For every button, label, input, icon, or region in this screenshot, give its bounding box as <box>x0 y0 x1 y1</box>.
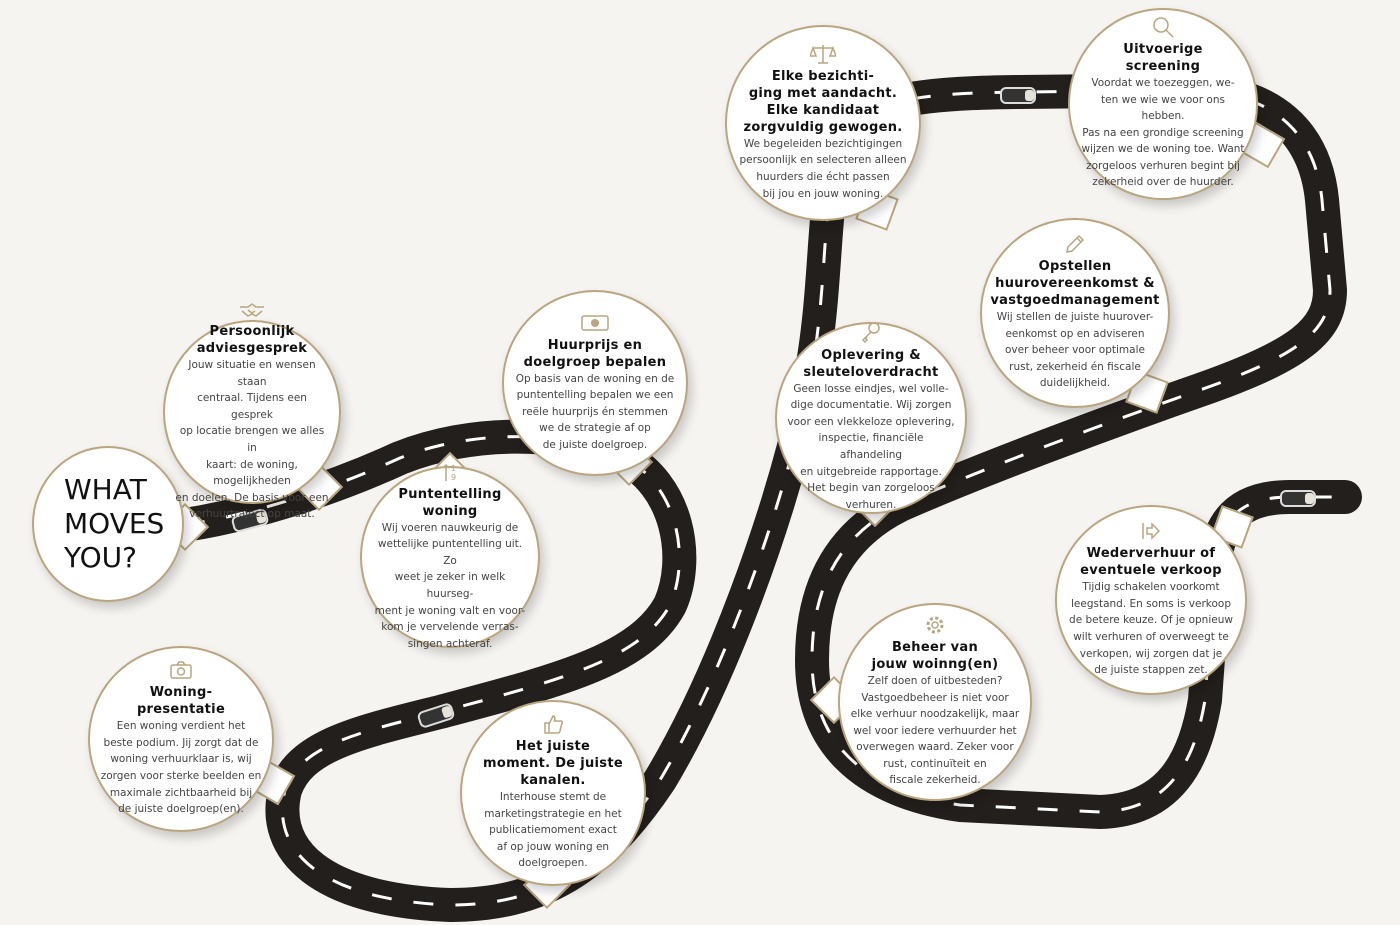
money-icon <box>581 313 609 333</box>
step-title: Elke bezichti- ging met aandacht. Elke k… <box>743 68 903 135</box>
step-title: Puntentelling woning <box>398 486 502 519</box>
handshake-icon <box>238 301 266 319</box>
step-description: Voordat we toezeggen, we- ten we wie we … <box>1081 76 1245 189</box>
step-description: Een woning verdient het beste podium. Ji… <box>100 720 262 816</box>
scales-icon <box>810 44 836 64</box>
step-description: Tijdig schakelen voorkomt leegstand. En … <box>1069 581 1233 677</box>
road-surface <box>168 73 1362 922</box>
hero-title: WHAT MOVES YOU? <box>64 473 165 574</box>
exit-arrow-icon <box>1141 521 1161 541</box>
gear-icon <box>924 615 946 635</box>
step-description: Zelf doen of uitbesteden? Vastgoedbeheer… <box>850 674 1020 787</box>
car-icon <box>1280 490 1316 507</box>
step-huurovereenkomst: Opstellen huurovereenkomst & vastgoedman… <box>980 218 1170 408</box>
car-icon <box>1000 87 1036 104</box>
svg-text:9: 9 <box>451 473 456 482</box>
key-icon <box>861 321 881 343</box>
step-persoonlijk-adviesgesprek: Persoonlijk adviesgesprek Jouw situatie … <box>163 303 341 520</box>
svg-text:1: 1 <box>451 464 456 473</box>
step-title: Beheer van jouw woinng(en) <box>871 639 999 672</box>
search-icon <box>1152 17 1174 38</box>
step-beheer: Beheer van jouw woinng(en) Zelf doen of … <box>838 603 1032 801</box>
pencil-icon <box>1064 234 1086 254</box>
step-juiste-moment-kanalen: Het juiste moment. De juiste kanalen. In… <box>460 700 646 886</box>
step-description: Interhouse stemt de marketingstrategie e… <box>484 791 622 870</box>
step-oplevering: Oplevering & sleuteloverdracht Geen loss… <box>775 321 967 514</box>
step-bezichtiging: Elke bezichti- ging met aandacht. Elke k… <box>725 25 921 221</box>
camera-icon <box>170 660 192 680</box>
step-huurprijs-doelgroep: Huurprijs en doelgroep bepalen Op basis … <box>502 290 688 476</box>
step-title: Oplevering & sleuteloverdracht <box>803 347 939 380</box>
step-title: Persoonlijk adviesgesprek <box>196 324 308 357</box>
step-description: Geen losse eindjes, wel volle- dige docu… <box>787 382 955 511</box>
step-description: Wij voeren nauwkeurig de wettelijke punt… <box>374 521 526 650</box>
what-moves-you-bubble: WHAT MOVES YOU? <box>32 446 184 602</box>
step-title: Uitvoerige screening <box>1123 41 1203 74</box>
step-wederverhuur: Wederverhuur of eventuele verkoop Tijdig… <box>1055 505 1247 695</box>
step-title: Woning- presentatie <box>136 685 226 718</box>
step-woningpresentatie: Woning- presentatie Een woning verdient … <box>88 646 274 832</box>
step-description: Jouw situatie en wensen staan centraal. … <box>175 359 329 521</box>
step-title: Wederverhuur of eventuele verkoop <box>1080 546 1222 579</box>
step-uitvoerige-screening: Uitvoerige screening Voordat we toezegge… <box>1068 8 1258 200</box>
step-title: Huurprijs en doelgroep bepalen <box>523 337 667 370</box>
step-description: Wij stellen de juiste huurover- eenkomst… <box>996 311 1154 390</box>
step-title: Het juiste moment. De juiste kanalen. <box>483 739 623 789</box>
step-title: Opstellen huurovereenkomst & vastgoedman… <box>990 259 1160 309</box>
step-description: Op basis van de woning en de puntentelli… <box>515 372 675 451</box>
step-description: We begeleiden bezichtigingen persoonlijk… <box>739 137 907 200</box>
thumbs-up-icon <box>543 714 563 734</box>
